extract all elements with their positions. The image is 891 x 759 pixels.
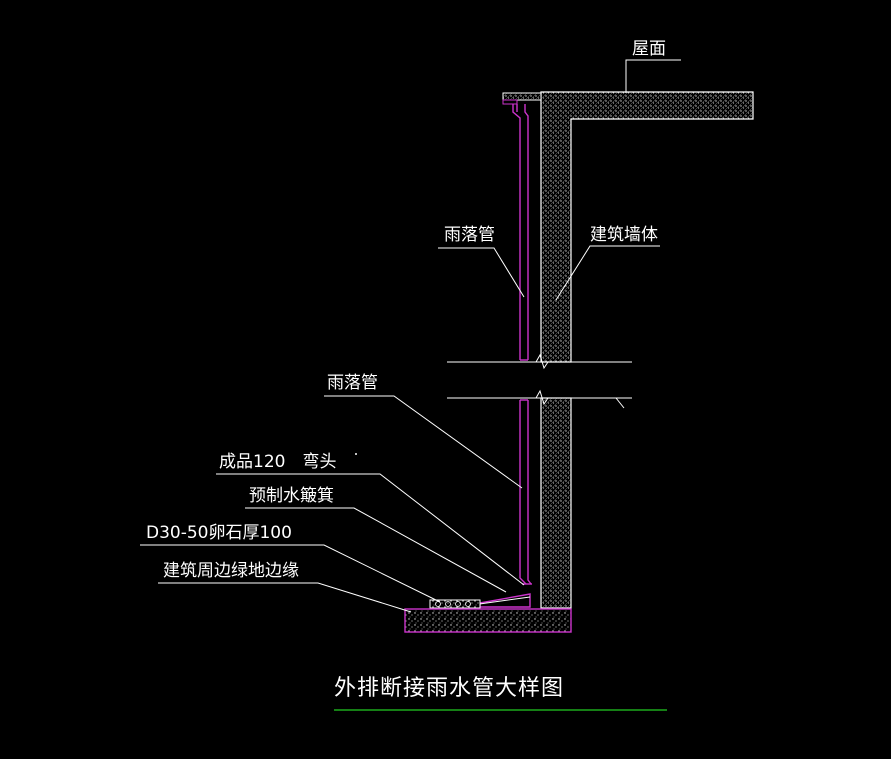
- stray-dot: [355, 453, 357, 455]
- label-pebbles: D30-50卵石厚100: [146, 523, 292, 543]
- label-greenbelt-edge: 建筑周边绿地边缘: [163, 561, 299, 581]
- label-downpipe-top: 雨落管: [444, 225, 495, 245]
- building-wall-lower: [540, 397, 572, 609]
- ground-base: [404, 608, 572, 633]
- label-downpipe-bottom: 雨落管: [327, 373, 378, 393]
- downpipe-lower: [519, 399, 532, 585]
- label-splash-block: 预制水簸箕: [249, 486, 334, 506]
- leader-lines: [140, 59, 681, 613]
- break-lines: [447, 353, 632, 409]
- label-elbow: 成品120 弯头: [219, 452, 336, 472]
- downpipe-upper: [512, 104, 529, 361]
- label-roof: 屋面: [632, 39, 666, 59]
- pebble-layer: [429, 599, 481, 609]
- label-building-wall: 建筑墙体: [590, 225, 658, 245]
- drawing-title: 外排断接雨水管大样图: [334, 676, 564, 701]
